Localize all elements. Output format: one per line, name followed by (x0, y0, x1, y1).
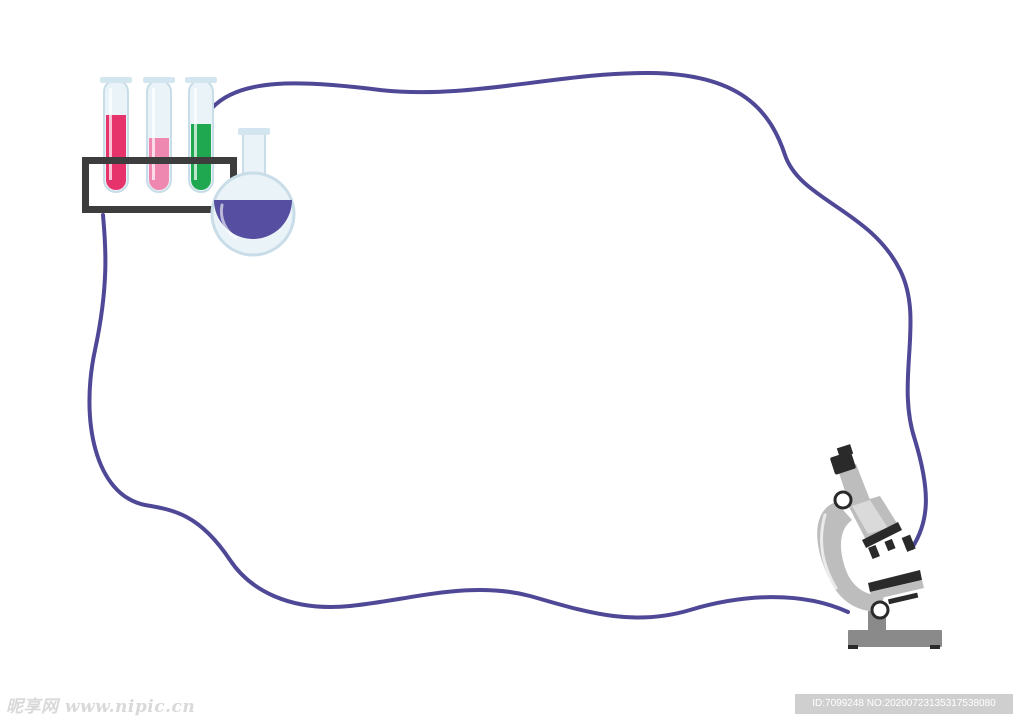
wavy-frame-border (87, 70, 928, 620)
test-tube-icon (143, 77, 175, 193)
rack-crossbar (82, 157, 237, 164)
test-tube-icon (185, 77, 217, 193)
test-tube-icon (100, 77, 132, 193)
flask-icon (210, 128, 296, 257)
watermark-logo: 昵享网 www.nipic.cn (6, 697, 196, 717)
test-tube-rack-illustration (82, 77, 237, 213)
microscope-icon (817, 444, 942, 649)
watermark-id-label: ID:7099248 NO:20200723135317538080 (795, 694, 1013, 714)
